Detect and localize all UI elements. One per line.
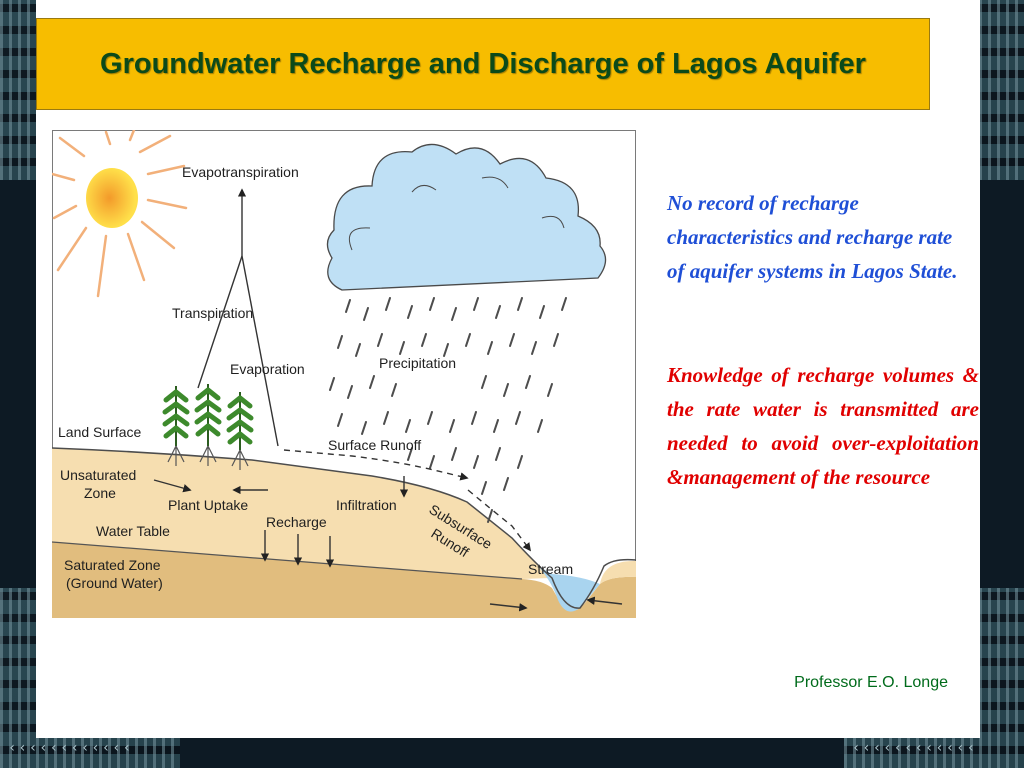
recharge-arrows [260, 530, 335, 568]
precipitation-rain [329, 297, 567, 523]
unsaturated-zone-layer [52, 448, 636, 584]
label-saturated-zone-line1: Saturated Zone [64, 557, 161, 573]
sun-icon [52, 130, 188, 298]
subsurface-runoff-arrow [467, 489, 532, 552]
plant-icons [162, 384, 254, 470]
label-saturated-zone-line2: (Ground Water) [66, 575, 163, 591]
label-infiltration: Infiltration [336, 497, 397, 513]
evapotranspiration-arrows [197, 188, 279, 447]
groundwater-cycle-diagram: Evapotranspiration Transpiration Evapora… [52, 130, 636, 618]
label-land-surface: Land Surface [58, 424, 141, 440]
water-table-line [52, 541, 523, 580]
slide-title: Groundwater Recharge and Discharge of La… [100, 48, 866, 80]
label-recharge: Recharge [266, 514, 327, 530]
label-evapotranspiration: Evapotranspiration [182, 164, 299, 180]
label-surface-runoff: Surface Runoff [328, 437, 421, 453]
label-precipitation: Precipitation [379, 355, 456, 371]
plant-uptake-arrow-left [153, 479, 192, 493]
stream-channel [538, 566, 600, 612]
label-water-table: Water Table [96, 523, 170, 539]
title-banner: Groundwater Recharge and Discharge of La… [36, 18, 930, 110]
land-surface-line [52, 447, 636, 609]
label-unsaturated-zone-line2: Zone [84, 485, 116, 501]
discharge-arrow-right [586, 596, 623, 605]
label-plant-uptake: Plant Uptake [168, 497, 248, 513]
author-footer: Professor E.O. Longe [794, 674, 948, 691]
saturated-zone-layer [52, 542, 636, 618]
note-no-record: No record of recharge characteristics an… [667, 191, 958, 283]
discharge-arrow-left [489, 603, 528, 612]
label-transpiration: Transpiration [172, 305, 253, 321]
cloud-icon [326, 143, 607, 291]
note-knowledge-needed: Knowledge of recharge volumes & the rate… [667, 363, 979, 489]
label-unsaturated-zone-line1: Unsaturated [60, 467, 136, 483]
label-evaporation: Evaporation [230, 361, 305, 377]
label-stream: Stream [528, 561, 573, 577]
surface-runoff-arrow [283, 449, 469, 481]
